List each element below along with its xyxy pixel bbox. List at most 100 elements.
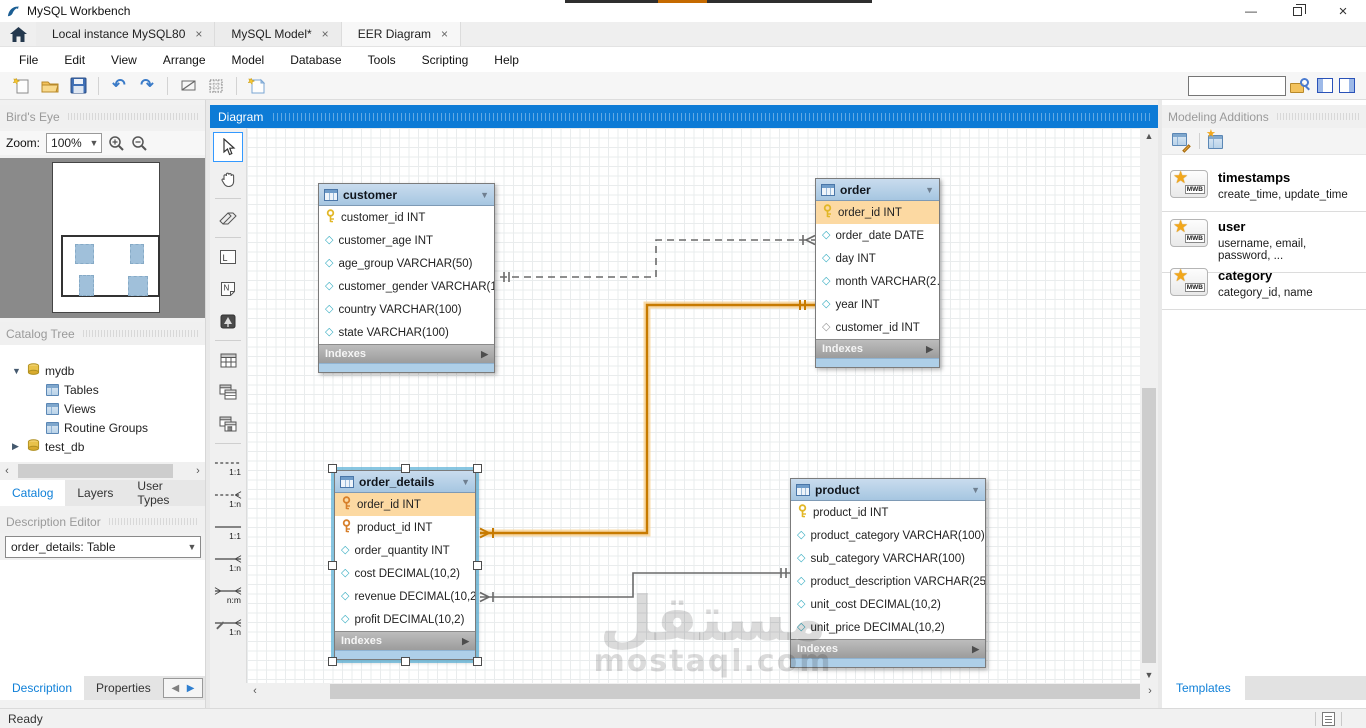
tool-delete[interactable]	[213, 203, 243, 233]
canvas-vscrollbar[interactable]: ▲ ▼	[1140, 128, 1158, 683]
table-header[interactable]: order▼	[816, 179, 939, 201]
scroll-up-icon[interactable]: ▲	[1140, 128, 1158, 144]
edit-template-button[interactable]	[1172, 133, 1191, 149]
close-tab-icon[interactable]: ×	[439, 27, 450, 41]
menu-tools[interactable]: Tools	[355, 53, 409, 67]
tool-rel-1-1-identifying[interactable]: 1:1	[213, 512, 243, 542]
relationship-customer-order[interactable]	[500, 235, 815, 282]
column-row[interactable]: ◇day INT	[816, 247, 939, 270]
tool-image[interactable]	[213, 306, 243, 336]
selection-handle[interactable]	[328, 657, 337, 666]
scroll-right-icon[interactable]: ›	[191, 465, 205, 477]
description-editor-body[interactable]	[0, 560, 205, 676]
expand-icon[interactable]: ▶	[12, 441, 22, 452]
tab-user-types[interactable]: User Types	[125, 480, 205, 506]
indexes-bar[interactable]: Indexes▶	[319, 344, 494, 363]
home-tab-button[interactable]	[0, 22, 36, 46]
column-row[interactable]: ◇customer_id INT	[816, 316, 939, 339]
relationship-orderdetails-product[interactable]	[480, 568, 790, 602]
search-input[interactable]	[1188, 76, 1286, 96]
column-row[interactable]: ◇state VARCHAR(100)	[319, 321, 494, 344]
table-header[interactable]: product▼	[791, 479, 985, 501]
tool-rel-1-n-non-identifying[interactable]: 1:n	[213, 480, 243, 510]
table-order_details[interactable]: order_details▼order_id INTproduct_id INT…	[334, 470, 476, 660]
toggle-grid-button[interactable]	[204, 75, 228, 97]
redo-button[interactable]: ↷	[135, 75, 159, 97]
zoom-select[interactable]: 100%▼	[46, 133, 102, 153]
column-row[interactable]: ◇order_quantity INT	[335, 539, 475, 562]
collapse-icon[interactable]: ▼	[12, 366, 22, 376]
table-order[interactable]: order▼order_id INT◇order_date DATE◇day I…	[815, 178, 940, 368]
new-model-button[interactable]	[10, 75, 34, 97]
canvas-hscrollbar[interactable]: ‹ ›	[247, 683, 1158, 700]
relationship-orderdetails-order[interactable]	[480, 300, 815, 538]
doc-tab-eer-diagram[interactable]: EER Diagram×	[342, 22, 461, 46]
column-row[interactable]: order_id INT	[816, 201, 939, 224]
template-item-timestamps[interactable]: ★MWBtimestampscreate_time, update_time	[1162, 162, 1366, 212]
tool-select[interactable]	[213, 132, 243, 162]
restore-button[interactable]	[1274, 0, 1320, 22]
column-row[interactable]: product_id INT	[791, 501, 985, 524]
expand-table-icon[interactable]: ▼	[971, 485, 980, 495]
schema-test_db[interactable]: ▶test_db	[0, 437, 205, 456]
table-customer[interactable]: customer▼customer_id INT◇customer_age IN…	[318, 183, 495, 373]
selection-handle[interactable]	[401, 464, 410, 473]
scroll-left-icon[interactable]: ‹	[247, 683, 263, 700]
tree-item-views[interactable]: Views	[0, 399, 205, 418]
expand-table-icon[interactable]: ▼	[925, 185, 934, 195]
doc-tab-mysql-model-[interactable]: MySQL Model*×	[215, 22, 341, 46]
scroll-left-icon[interactable]: ‹	[0, 465, 14, 477]
expand-indexes-icon[interactable]: ▶	[926, 344, 933, 355]
close-tab-icon[interactable]: ×	[320, 27, 331, 41]
save-model-button[interactable]	[66, 75, 90, 97]
selection-handle[interactable]	[473, 464, 482, 473]
expand-indexes-icon[interactable]: ▶	[972, 644, 979, 655]
column-row[interactable]: ◇unit_price DECIMAL(10,2)	[791, 616, 985, 639]
selection-handle[interactable]	[473, 561, 482, 570]
tool-pan[interactable]	[213, 164, 243, 194]
column-row[interactable]: ◇revenue DECIMAL(10,2)	[335, 585, 475, 608]
selection-handle[interactable]	[328, 561, 337, 570]
tab-scroll-left-icon[interactable]: ◀	[172, 683, 180, 694]
doc-tab-local-instance-mysql80[interactable]: Local instance MySQL80×	[36, 22, 215, 46]
column-row[interactable]: ◇cost DECIMAL(10,2)	[335, 562, 475, 585]
tab-catalog[interactable]: Catalog	[0, 480, 65, 506]
open-model-button[interactable]	[38, 75, 62, 97]
column-row[interactable]: product_id INT	[335, 516, 475, 539]
column-row[interactable]: ◇order_date DATE	[816, 224, 939, 247]
column-row[interactable]: ◇customer_gender VARCHAR(1…	[319, 275, 494, 298]
tree-item-routine-groups[interactable]: Routine Groups	[0, 418, 205, 437]
expand-indexes-icon[interactable]: ▶	[481, 349, 488, 360]
table-header[interactable]: order_details▼	[335, 471, 475, 493]
expand-table-icon[interactable]: ▼	[461, 477, 470, 487]
table-header[interactable]: customer▼	[319, 184, 494, 206]
catalog-tree-hscrollbar[interactable]: ‹ ›	[0, 462, 205, 480]
tool-rel-1-n-existing[interactable]: 1:n	[213, 608, 243, 638]
undo-button[interactable]: ↶	[107, 75, 131, 97]
toggle-right-panel-icon[interactable]	[1339, 78, 1355, 93]
tab-properties[interactable]: Properties	[84, 676, 163, 700]
tab-layers[interactable]: Layers	[65, 480, 125, 506]
menu-help[interactable]: Help	[481, 53, 532, 67]
column-row[interactable]: customer_id INT	[319, 206, 494, 229]
column-row[interactable]: ◇unit_cost DECIMAL(10,2)	[791, 593, 985, 616]
selection-handle[interactable]	[328, 464, 337, 473]
scroll-right-icon[interactable]: ›	[1142, 683, 1158, 700]
tab-description[interactable]: Description	[0, 676, 84, 700]
tool-table[interactable]	[213, 345, 243, 375]
minimap-viewport[interactable]	[61, 235, 160, 297]
selection-handle[interactable]	[401, 657, 410, 666]
find-in-files-icon[interactable]	[1290, 77, 1310, 95]
tool-layer[interactable]: L	[213, 242, 243, 272]
toggle-left-panel-icon[interactable]	[1317, 78, 1333, 93]
menu-edit[interactable]: Edit	[51, 53, 98, 67]
tree-item-tables[interactable]: Tables	[0, 380, 205, 399]
table-product[interactable]: product▼product_id INT◇product_category …	[790, 478, 986, 668]
schema-mydb[interactable]: ▼mydb	[0, 361, 205, 380]
birdseye-minimap[interactable]	[0, 158, 205, 318]
indexes-bar[interactable]: Indexes▶	[791, 639, 985, 658]
log-icon[interactable]	[1322, 712, 1335, 726]
menu-database[interactable]: Database	[277, 53, 354, 67]
minimize-button[interactable]: —	[1228, 0, 1274, 22]
expand-indexes-icon[interactable]: ▶	[462, 636, 469, 647]
